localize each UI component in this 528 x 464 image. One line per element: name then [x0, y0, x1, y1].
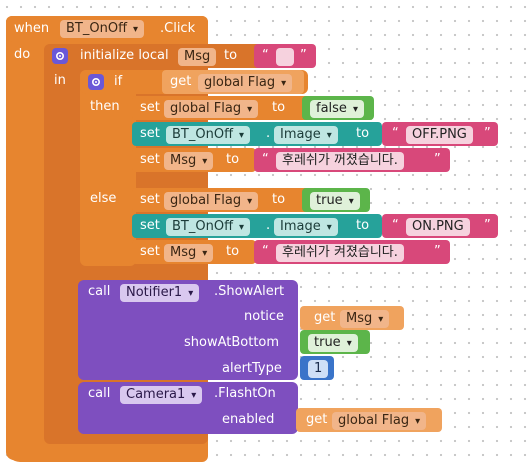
- else-msg-open-quote: “: [262, 244, 269, 259]
- then-image-string-value[interactable]: OFF.PNG: [406, 126, 473, 144]
- else-image-open-quote: “: [392, 218, 399, 233]
- local-to-label: to: [224, 48, 238, 63]
- else-set-image-dot: .: [266, 218, 271, 233]
- param-alerttype-label: alertType: [222, 361, 282, 376]
- init-string-value[interactable]: [276, 48, 294, 66]
- else-msg-close-quote: ”: [434, 244, 441, 259]
- notice-var-dropdown[interactable]: Msg: [340, 310, 390, 328]
- camera-method-label: .FlashtOn: [214, 386, 276, 401]
- in-label: in: [54, 73, 66, 88]
- then-set-msg-to-label: to: [226, 152, 240, 167]
- then-image-open-quote: “: [392, 126, 399, 141]
- else-set-flag-set-label: set: [140, 192, 160, 207]
- then-set-image-property-dropdown[interactable]: Image: [274, 126, 338, 144]
- then-set-image-component-dropdown[interactable]: BT_OnOff: [166, 126, 251, 144]
- else-msg-string-value[interactable]: 후레쉬가 켜졌습니다.: [276, 244, 404, 262]
- if-mutator-gear-icon[interactable]: [88, 74, 104, 90]
- notifier-method-label: .ShowAlert: [214, 284, 285, 299]
- param-notice-label: notice: [244, 309, 285, 324]
- then-set-image-set-label: set: [140, 126, 160, 141]
- then-image-close-quote: ”: [484, 126, 491, 141]
- event-component-dropdown[interactable]: BT_OnOff: [60, 20, 145, 38]
- else-image-string-value[interactable]: ON.PNG: [406, 218, 470, 236]
- if-block[interactable]: [80, 70, 136, 266]
- else-set-msg-set-label: set: [140, 244, 160, 259]
- enabled-var-dropdown[interactable]: global Flag: [332, 412, 427, 430]
- alerttype-number-field[interactable]: 1: [308, 360, 329, 378]
- event-name-label: .Click: [160, 21, 196, 36]
- local-var-name-field[interactable]: Msg: [178, 48, 217, 66]
- then-msg-string-value[interactable]: 후레쉬가 꺼졌습니다.: [276, 152, 404, 170]
- else-label: else: [90, 191, 117, 206]
- then-set-image-dot: .: [266, 126, 271, 141]
- else-set-flag-target-dropdown[interactable]: global Flag: [164, 192, 259, 210]
- init-string-close-quote: ”: [300, 48, 307, 63]
- else-true-dropdown[interactable]: true: [310, 192, 360, 210]
- else-set-msg-to-label: to: [226, 244, 240, 259]
- if-label: if: [114, 74, 123, 89]
- else-set-flag-to-label: to: [272, 192, 286, 207]
- initialize-local-label: initialize local: [80, 48, 169, 63]
- if-condition-var-dropdown[interactable]: global Flag: [198, 74, 293, 92]
- if-condition-get-label: get: [170, 74, 192, 89]
- then-label: then: [90, 99, 120, 114]
- enabled-get-label: get: [306, 412, 328, 427]
- else-set-image-component-dropdown[interactable]: BT_OnOff: [166, 218, 251, 236]
- else-set-image-to-label: to: [356, 218, 370, 233]
- param-showatbottom-label: showAtBottom: [184, 335, 280, 350]
- camera-component-dropdown[interactable]: Camera1: [120, 386, 203, 404]
- param-enabled-label: enabled: [222, 412, 275, 427]
- else-image-close-quote: ”: [484, 218, 491, 233]
- then-set-image-to-label: to: [356, 126, 370, 141]
- then-set-msg-set-label: set: [140, 152, 160, 167]
- then-false-dropdown[interactable]: false: [310, 100, 364, 118]
- else-set-image-set-label: set: [140, 218, 160, 233]
- mutator-gear-icon[interactable]: [52, 48, 68, 64]
- then-msg-close-quote: ”: [434, 152, 441, 167]
- then-set-msg-target-dropdown[interactable]: Msg: [164, 152, 214, 170]
- notice-get-label: get: [314, 310, 336, 325]
- then-set-flag-to-label: to: [272, 100, 286, 115]
- do-label: do: [14, 47, 31, 62]
- then-set-flag-target-dropdown[interactable]: global Flag: [164, 100, 259, 118]
- camera-call-label: call: [88, 386, 111, 401]
- when-label: when: [14, 21, 50, 36]
- else-set-msg-target-dropdown[interactable]: Msg: [164, 244, 214, 262]
- notifier-call-label: call: [88, 284, 111, 299]
- then-set-flag-set-label: set: [140, 100, 160, 115]
- else-set-image-property-dropdown[interactable]: Image: [274, 218, 338, 236]
- then-msg-open-quote: “: [262, 152, 269, 167]
- showatbottom-dropdown[interactable]: true: [308, 334, 358, 352]
- notifier-component-dropdown[interactable]: Notifier1: [120, 284, 200, 302]
- init-string-open-quote: “: [262, 48, 269, 63]
